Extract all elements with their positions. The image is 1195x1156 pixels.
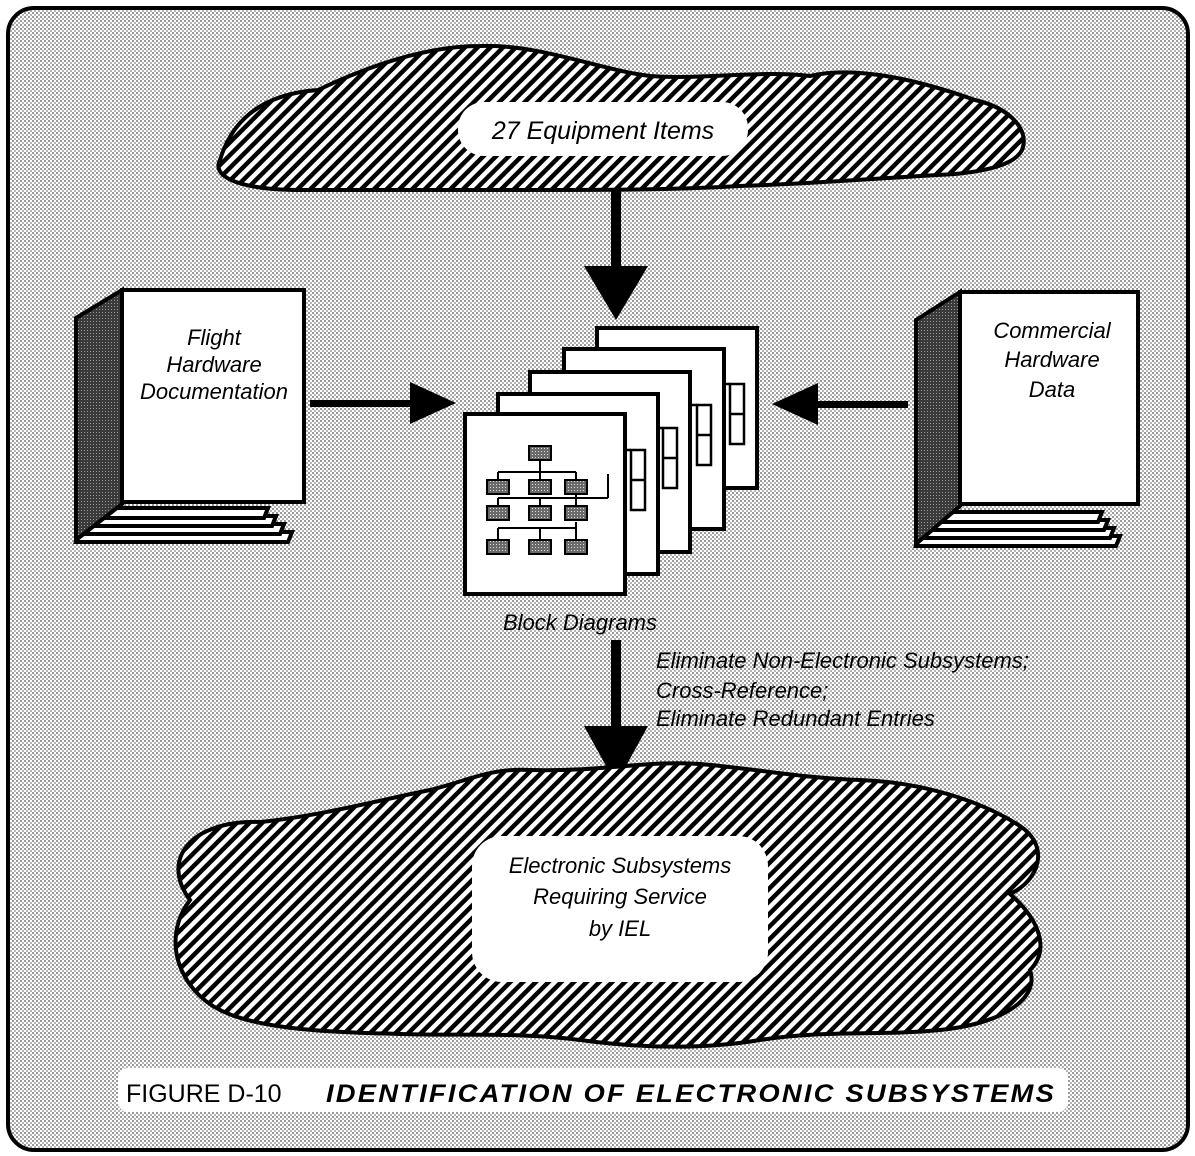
process-steps: Eliminate Non-Electronic Subsystems; Cro… (656, 648, 1029, 731)
process-step-1: Eliminate Non-Electronic Subsystems; (656, 648, 1029, 673)
block-diagrams-label: Block Diagrams (503, 610, 657, 635)
process-step-3: Eliminate Redundant Entries (656, 706, 935, 731)
diagram-front-page (463, 412, 627, 596)
equipment-items-label: 27 Equipment Items (491, 117, 714, 145)
flight-docs-stack: Flight Hardware Documentation (73, 286, 306, 545)
flight-docs-cover (120, 288, 306, 504)
commercial-data-stack: Commercial Hardware Data (913, 288, 1140, 549)
arrow-equipment-to-diagrams (584, 190, 648, 320)
result-cloud: Electronic Subsystems Requiring Service … (173, 761, 1043, 1049)
figure-title: IDENTIFICATION OF ELECTRONIC SUBSYSTEMS (326, 1080, 1056, 1108)
figure-caption: FIGURE D-10 IDENTIFICATION OF ELECTRONIC… (118, 1068, 1068, 1112)
process-step-2: Cross-Reference; (656, 678, 828, 703)
equipment-items-label-box (458, 102, 748, 156)
arrow-commercial-data-to-diagrams (772, 383, 908, 425)
flight-docs-line-2: Hardware (166, 352, 261, 377)
commercial-data-line-1: Commercial (993, 318, 1111, 343)
flight-docs-line-1: Flight (187, 325, 242, 350)
result-line-3: by IEL (589, 916, 651, 941)
flight-docs-line-3: Documentation (140, 379, 288, 404)
result-line-2: Requiring Service (533, 884, 707, 909)
figure-number: FIGURE D-10 (126, 1080, 282, 1108)
result-line-1: Electronic Subsystems (509, 853, 732, 878)
equipment-items-cloud: 27 Equipment Items (216, 43, 1026, 193)
result-label-box (472, 836, 768, 982)
commercial-data-line-3: Data (1029, 377, 1075, 402)
commercial-data-cover (958, 290, 1140, 506)
commercial-data-line-2: Hardware (1004, 347, 1099, 372)
arrow-diagrams-to-result (584, 640, 648, 784)
block-diagram-stack: Block Diagrams (463, 326, 759, 635)
arrow-flight-docs-to-diagrams (310, 382, 456, 424)
